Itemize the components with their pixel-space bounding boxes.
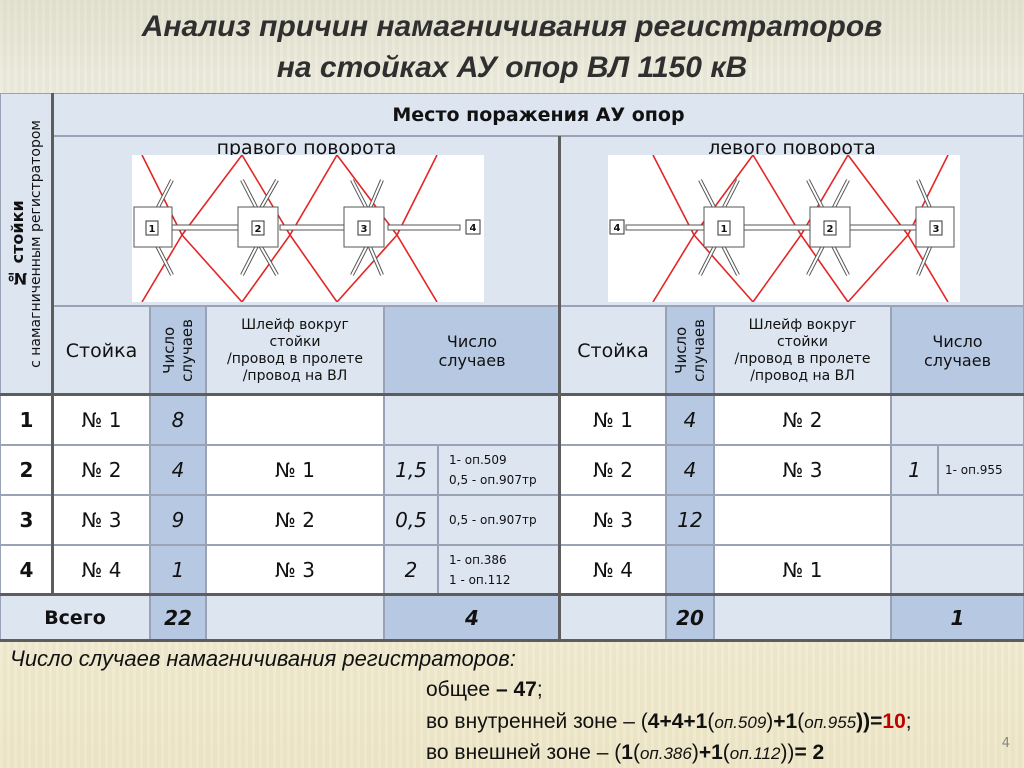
row-1-left-loop: № 2: [714, 395, 891, 445]
title-line-1: Анализ причин намагничивания регистратор…: [141, 10, 883, 43]
row-3-number: 3: [0, 495, 53, 545]
right-turn-title: правого поворота: [216, 137, 397, 159]
row-4-number: 4: [0, 545, 53, 595]
column-separator-middle: [558, 136, 561, 641]
total-left-loop: [714, 595, 891, 641]
left-conductor-2: [692, 155, 754, 302]
left-conductor-6: [907, 155, 949, 302]
row-1-right-loop: [206, 395, 384, 445]
slide-number: 4: [1001, 736, 1010, 751]
row-3-left-cases: [891, 495, 1024, 545]
row-3-left-loop: [714, 495, 891, 545]
row-1-left-stand: № 1: [560, 395, 666, 445]
row-4-left-stand: № 4: [560, 545, 666, 595]
left-tower-label-4: 4: [614, 223, 621, 234]
summary-title: Число случаев намагничивания регистратор…: [10, 646, 516, 671]
row-4-right-loop: № 3: [206, 545, 384, 595]
left-conductor-4: [800, 155, 849, 302]
left-turn-diagram: 4 1 2 3: [608, 155, 960, 302]
row-1-right-cases: [384, 395, 560, 445]
row-1-right-stand: № 1: [53, 395, 150, 445]
summary-line-inner: во внутренней зоне – (4+4+1(оп.509)+1(оп…: [426, 710, 912, 733]
row-2-left-cases: 1: [891, 445, 938, 495]
row-4-left-count: [666, 545, 714, 595]
row-4-left-loop: № 1: [714, 545, 891, 595]
row-2-left-stand: № 2: [560, 445, 666, 495]
row-3-right-loop: № 2: [206, 495, 384, 545]
left-turn-title: левого поворота: [708, 137, 876, 159]
row-3-right-cases: 0,5: [384, 495, 438, 545]
slide-title: Анализ причин намагничивания регистратор…: [0, 6, 1024, 88]
row-3-right-notes: 0,5 - оп.907тр: [438, 495, 560, 545]
right-stand-col-header: Стойка: [53, 306, 150, 395]
damage-location-header: Место поражения АУ опор: [53, 93, 1024, 136]
row-1-number: 1: [0, 395, 53, 445]
total-left-cases: 1: [891, 595, 1024, 641]
right-turn-diagram: 1 2 3 4: [132, 155, 484, 302]
left-tower-label-1: 1: [721, 224, 728, 235]
row-3-left-stand: № 3: [560, 495, 666, 545]
row-4-left-cases: [891, 545, 1024, 595]
row-2-left-loop: № 3: [714, 445, 891, 495]
right-tower-label-2: 2: [255, 224, 262, 235]
row-2-right-cases: 1,5: [384, 445, 438, 495]
summary-line-outer: во внешней зоне – (1(оп.386)+1(оп.112))=…: [426, 741, 825, 764]
row-2-right-count: 4: [150, 445, 206, 495]
row-3-right-stand: № 3: [53, 495, 150, 545]
row-2-number: 2: [0, 445, 53, 495]
table-bottom-border: [0, 639, 1024, 642]
right-tower-label-4: 4: [470, 223, 477, 234]
right-tower-label-3: 3: [361, 224, 368, 235]
row-3-right-count: 9: [150, 495, 206, 545]
left-tower-label-2: 2: [827, 224, 834, 235]
row-3-left-count: 12: [666, 495, 714, 545]
row-2-left-count: 4: [666, 445, 714, 495]
stand-number-header-line1: № стойки: [7, 200, 27, 288]
row-2-left-notes: 1- оп.955: [938, 445, 1024, 495]
total-label: Всего: [0, 595, 150, 641]
row-2-right-loop: № 1: [206, 445, 384, 495]
total-left-count: 20: [666, 595, 714, 641]
right-conductor-4: [289, 155, 338, 302]
total-right-count: 22: [150, 595, 206, 641]
left-stand-col-header: Стойка: [560, 306, 666, 395]
header-separator: [0, 393, 1024, 396]
summary-line-total: общее – 47;: [426, 678, 543, 701]
total-right-cases: 4: [384, 595, 560, 641]
row-4-right-cases: 2: [384, 545, 438, 595]
row-2-right-stand: № 2: [53, 445, 150, 495]
right-conductor-6: [396, 155, 438, 302]
row-1-right-count: 8: [150, 395, 206, 445]
total-right-loop: [206, 595, 384, 641]
column-separator-left: [51, 93, 54, 595]
row-1-left-count: 4: [666, 395, 714, 445]
row-4-right-stand: № 4: [53, 545, 150, 595]
left-tower-label-3: 3: [933, 224, 940, 235]
right-conductor-2: [180, 155, 243, 302]
stand-number-header-line2: с намагниченным регистратором: [27, 120, 44, 368]
title-line-2: на стойках АУ опор ВЛ 1150 кВ: [276, 51, 748, 84]
data-table: № стойки с намагниченным регистратором М…: [0, 93, 1024, 642]
total-left-stand: [560, 595, 666, 641]
row-4-right-count: 1: [150, 545, 206, 595]
right-tower-label-1: 1: [149, 224, 156, 235]
total-separator: [0, 593, 1024, 596]
stand-number-header: № стойки с намагниченным регистратором: [0, 93, 53, 395]
row-1-left-cases: [891, 395, 1024, 445]
